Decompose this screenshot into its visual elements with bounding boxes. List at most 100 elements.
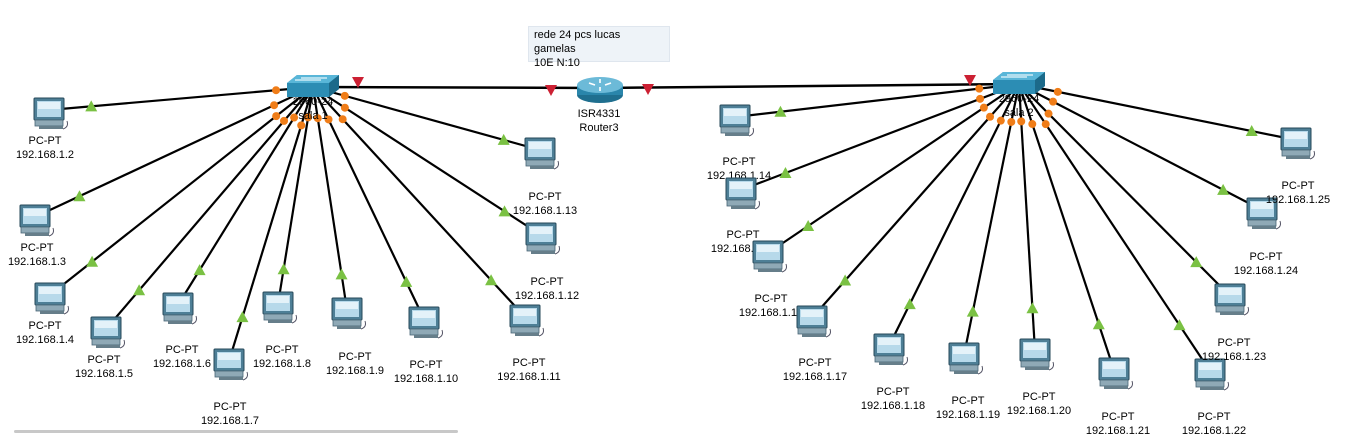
pc-ip-label: 192.168.1.20 [1007, 405, 1071, 417]
pc-2[interactable] [19, 204, 54, 237]
horizontal-scrollbar[interactable] [14, 430, 458, 433]
pc-type-label: PC-PT [1023, 391, 1056, 403]
pc-port-up-marker [779, 167, 792, 179]
switch-model-label: 2960-24 [293, 96, 333, 108]
pc-icon [873, 333, 908, 366]
pc-22[interactable] [1214, 283, 1249, 316]
pc-icon [796, 305, 831, 338]
pc-13[interactable] [719, 104, 754, 137]
pc-type-label: PC-PT [877, 386, 910, 398]
switch-port-up-marker [338, 115, 347, 124]
router-model-label: ISR4331 [578, 108, 621, 120]
switch-port-up-marker [324, 115, 333, 124]
pc-icon [525, 222, 560, 255]
pc-port-up-marker [498, 205, 511, 217]
pc-20[interactable] [1098, 357, 1133, 390]
pc-type-label: PC-PT [29, 135, 62, 147]
pc-ip-label: 192.168.1.19 [936, 409, 1000, 421]
switch-port-up-marker [979, 103, 988, 112]
pc-ip-label: 192.168.1.16 [739, 307, 803, 319]
switch-port-up-marker [272, 112, 281, 121]
switch-port-up-marker [996, 116, 1005, 125]
pc-4[interactable] [90, 316, 125, 349]
pc-16[interactable] [796, 305, 831, 338]
pc-port-up-marker [1092, 318, 1105, 330]
switch-port-up-marker [1053, 87, 1062, 96]
switch-sala-2[interactable] [992, 71, 1046, 95]
switch-port-up-marker [1041, 120, 1050, 129]
pc-ip-label: 192.168.1.17 [783, 371, 847, 383]
pc-15[interactable] [752, 240, 787, 273]
pc-port-up-marker [73, 190, 86, 202]
pc-icon [509, 304, 544, 337]
pc-11[interactable] [525, 222, 560, 255]
switch-icon [286, 74, 340, 98]
switch-port-up-marker [340, 91, 349, 100]
pc-icon [752, 240, 787, 273]
pc-type-label: PC-PT [723, 156, 756, 168]
pc-type-label: PC-PT [513, 357, 546, 369]
pc-icon [719, 104, 754, 137]
pc-21[interactable] [1194, 358, 1229, 391]
switch-port-up-marker [1044, 109, 1053, 118]
switch-sala-1[interactable] [286, 74, 340, 98]
pc-port-up-marker [335, 268, 348, 280]
pc-type-label: PC-PT [1250, 251, 1283, 263]
trunk-port-down-marker [545, 85, 557, 96]
pc-port-up-marker [1026, 302, 1039, 314]
pc-ip-label: 192.168.1.22 [1182, 425, 1246, 435]
pc-icon [33, 97, 68, 130]
pc-type-label: PC-PT [531, 276, 564, 288]
pc-5[interactable] [162, 292, 197, 325]
pc-19[interactable] [1019, 338, 1054, 371]
switch-name-label: sala 2 [1004, 107, 1033, 119]
pc-3[interactable] [34, 282, 69, 315]
pc-type-label: PC-PT [266, 344, 299, 356]
pc-ip-label: 192.168.1.23 [1202, 351, 1266, 363]
pc-icon [90, 316, 125, 349]
pc-9[interactable] [408, 306, 443, 339]
link-router-sala2 [599, 82, 1020, 90]
pc-icon [1194, 358, 1229, 391]
pc-port-up-marker [1173, 319, 1186, 331]
switch-port-up-marker [280, 116, 289, 125]
pc-icon [1019, 338, 1054, 371]
pc-type-label: PC-PT [214, 401, 247, 413]
trunk-port-down-marker [642, 84, 654, 95]
pc-ip-label: 192.168.1.9 [326, 365, 384, 377]
topology-note[interactable]: rede 24 pcs lucas gamelas 10E N:10 [528, 26, 670, 69]
switch-port-up-marker [1049, 97, 1058, 106]
pc-port-up-marker [903, 298, 916, 310]
pc-24[interactable] [1280, 127, 1315, 160]
pc-12[interactable] [524, 137, 559, 170]
pc-icon [262, 291, 297, 324]
router-isr4331[interactable] [576, 76, 624, 104]
pc-ip-label: 192.168.1.6 [153, 358, 211, 370]
pc-type-label: PC-PT [952, 395, 985, 407]
pc-7[interactable] [262, 291, 297, 324]
pc-type-label: PC-PT [799, 357, 832, 369]
pc-6[interactable] [213, 348, 248, 381]
pc-14[interactable] [725, 177, 760, 210]
pc-port-up-marker [966, 305, 979, 317]
pc-type-label: PC-PT [21, 242, 54, 254]
pc-port-up-marker [400, 275, 413, 287]
trunk-port-down-marker [352, 77, 364, 88]
pc-1[interactable] [33, 97, 68, 130]
pc-icon [948, 342, 983, 375]
pc-10[interactable] [509, 304, 544, 337]
pc-port-up-marker [1217, 183, 1230, 195]
pc-icon [725, 177, 760, 210]
pc-ip-label: 192.168.1.18 [861, 400, 925, 412]
pc-icon [19, 204, 54, 237]
pc-8[interactable] [331, 297, 366, 330]
switch-port-up-marker [1017, 117, 1026, 126]
pc-17[interactable] [873, 333, 908, 366]
pc-icon [34, 282, 69, 315]
pc-type-label: PC-PT [88, 354, 121, 366]
switch-icon [992, 71, 1046, 95]
switch-name-label: sala 1 [298, 110, 327, 122]
pc-port-up-marker [85, 100, 98, 112]
pc-18[interactable] [948, 342, 983, 375]
